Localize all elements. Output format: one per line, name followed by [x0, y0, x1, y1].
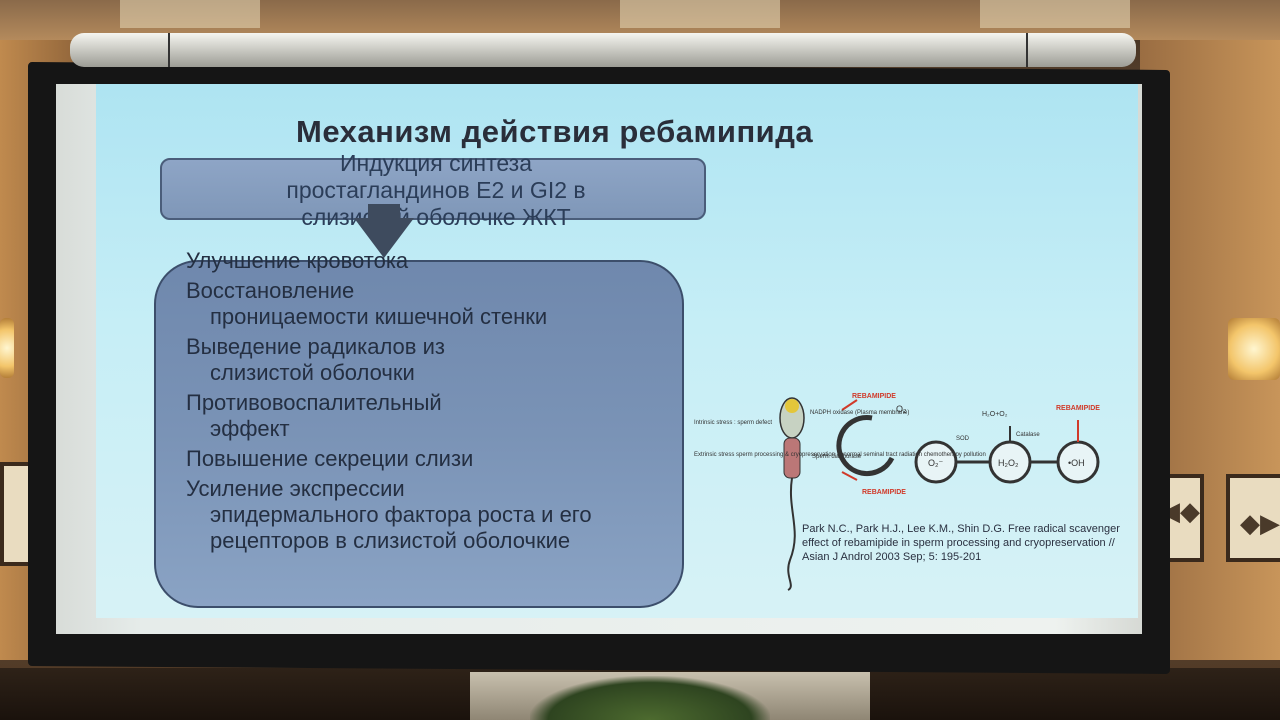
screen-roller: [70, 33, 1136, 67]
top-box-line: Индукция синтеза: [339, 150, 533, 176]
plant: [530, 676, 770, 720]
item-first-line: Выведение радикалов из: [186, 334, 445, 359]
h2o-o2-label: H₂O+O₂: [982, 411, 1008, 418]
down-arrow-icon: [354, 218, 414, 258]
hydroxyl-label: •OH: [1068, 458, 1085, 468]
nadph-label: NADPH oxidase (Plasma membrane): [810, 410, 909, 416]
top-box-line: слизистой оболочке ЖКТ: [301, 204, 571, 230]
hanging-cord: [168, 33, 170, 67]
wall-lamp-right: [1228, 318, 1280, 380]
list-item: Улучшение кровотока: [166, 248, 706, 274]
item-first-line: Противовоспалительный: [186, 390, 442, 415]
slide-title: Механизм действия ребамипида: [296, 114, 814, 149]
item-first-line: Усиление экспрессии: [186, 476, 405, 501]
sperm-illustration: [779, 397, 805, 591]
h2o2-label: H₂O₂: [998, 458, 1019, 468]
top-box: [160, 158, 706, 220]
item-first-line: Повышение секреции слизи: [186, 446, 474, 471]
item-first-line: Восстановление: [186, 278, 355, 303]
wall-lamp-left: [0, 318, 14, 378]
rebamipide-label: REBAMIPIDE: [852, 393, 896, 400]
item-rest: слизистой оболочки: [210, 360, 415, 385]
radical-chain: [836, 399, 1100, 484]
intrinsic-stress-label: Intrinsic stress : sperm defect: [694, 420, 772, 426]
citation: Park N.C., Park H.J., Lee K.M., Shin D.G…: [802, 523, 1120, 563]
item-first-line: Улучшение кровотока: [186, 248, 409, 273]
o2-label: O₂: [896, 404, 907, 414]
catalase-label: Catalase: [1016, 432, 1040, 438]
top-box-text: Индукция синтеза простагландинов Е2 и GI…: [186, 150, 686, 231]
slide: Механизм действия ребамипида Индукция си…: [96, 84, 1138, 618]
item-rest: проницаемости кишечной стенки: [210, 304, 548, 329]
ceiling-light-panel: [620, 0, 780, 28]
ceiling-light-panel: [120, 0, 260, 28]
list-item: Повышение секреции слизи: [166, 446, 706, 472]
top-box-line: простагландинов Е2 и GI2 в: [286, 177, 586, 203]
sod-label: SOD: [956, 436, 970, 442]
ceiling-light-panel: [980, 0, 1130, 28]
diaphorase-label: Sperm diaphorase: [812, 454, 862, 460]
effects-box: [154, 260, 684, 608]
sperm-radical-diagram: REBAMIPIDE REBAMIPIDE REBAMIPIDE Intrins…: [692, 380, 1112, 600]
item-rest: эпидермального фактора роста и его рецеп…: [210, 502, 592, 553]
fish-icon: ◆▶: [1240, 508, 1280, 538]
fish-picture: ◆▶: [1226, 474, 1280, 562]
extrinsic-stress-label: Extrinsic stress sperm processing & cryo…: [694, 452, 986, 458]
item-rest: эффект: [210, 416, 290, 441]
diagram-svg: REBAMIPIDE REBAMIPIDE REBAMIPIDE Intrins…: [694, 393, 1100, 591]
hanging-cord: [1026, 33, 1028, 67]
rebamipide-label: REBAMIPIDE: [862, 489, 906, 496]
rebamipide-label: REBAMIPIDE: [1056, 405, 1100, 412]
superoxide-label: O₂⁻: [928, 458, 943, 468]
